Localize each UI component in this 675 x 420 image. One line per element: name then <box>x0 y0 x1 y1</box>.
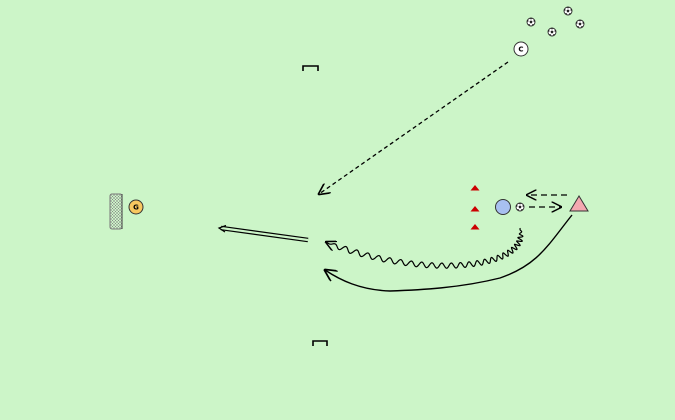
goal <box>109 193 123 230</box>
coach-label: C <box>518 46 523 54</box>
attacker[interactable] <box>495 199 511 215</box>
coach[interactable]: C <box>513 41 529 57</box>
mini-goal-icon <box>302 65 319 71</box>
soccer-ball-icon <box>526 17 536 27</box>
ball-supply <box>526 6 585 37</box>
soccer-ball-icon <box>547 27 557 37</box>
mini-goal-icon <box>312 340 328 346</box>
shot-arrow <box>217 224 309 243</box>
defender[interactable] <box>569 195 589 212</box>
cone-icon <box>470 206 480 212</box>
defender-run-arrow <box>325 214 573 292</box>
cone-icon <box>470 224 480 230</box>
cones <box>470 185 480 230</box>
soccer-ball-icon <box>515 202 525 212</box>
goal-net-icon <box>109 193 123 230</box>
soccer-ball-icon <box>563 6 573 16</box>
coach-pass-arrow <box>319 61 509 194</box>
cone-icon <box>470 185 480 191</box>
soccer-ball-icon <box>575 19 585 29</box>
goalkeeper-label: G <box>133 204 139 212</box>
dribble-path-arrow <box>326 227 524 269</box>
goalkeeper[interactable]: G <box>128 199 144 215</box>
